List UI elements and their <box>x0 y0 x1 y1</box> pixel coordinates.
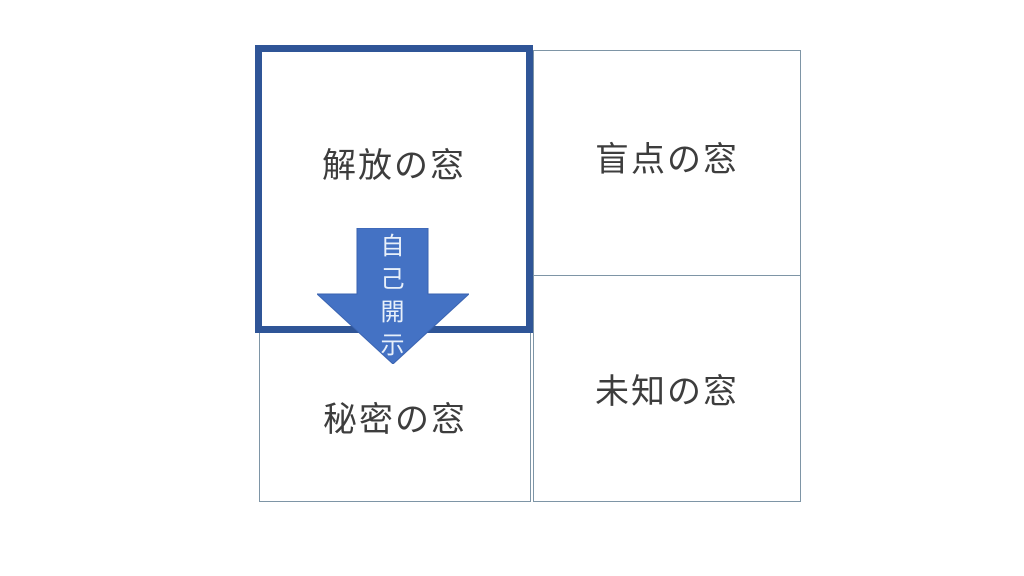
down-arrow-icon <box>317 228 469 364</box>
blind-window-label: 盲点の窓 <box>595 140 739 179</box>
open-window-label: 解放の窓 <box>322 147 466 185</box>
arrow-char: 己 <box>380 266 405 293</box>
hidden-window-label: 秘密の窓 <box>323 401 467 439</box>
arrow-char: 示 <box>380 332 405 359</box>
unknown-window-box: 未知の窓 <box>533 275 801 502</box>
arrow-char: 自 <box>380 233 405 260</box>
self-disclosure-arrow-label: 自 己 開 示 <box>376 230 409 362</box>
blind-window-box: 盲点の窓 <box>533 50 801 276</box>
arrow-char: 開 <box>380 299 405 326</box>
unknown-window-label: 未知の窓 <box>595 373 739 411</box>
